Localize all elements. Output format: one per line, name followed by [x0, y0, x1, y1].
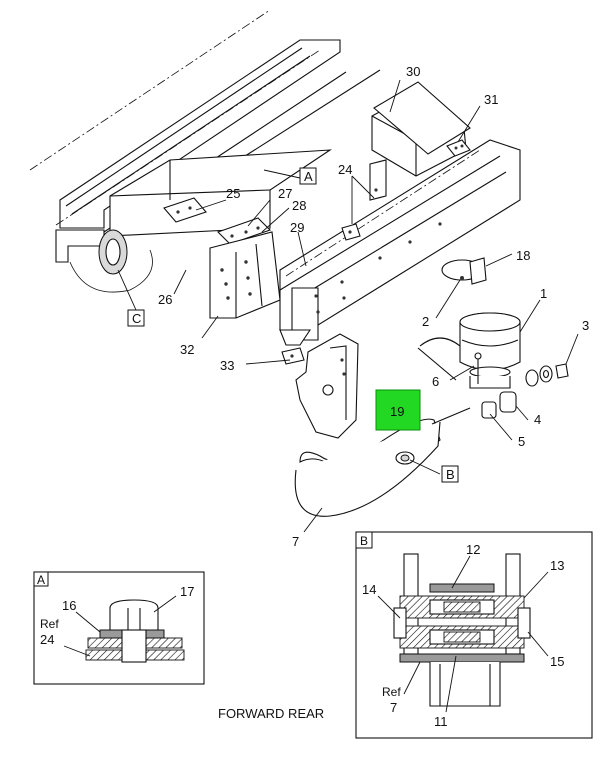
detail-b-callout-15: 15: [550, 654, 564, 669]
highlighted-part-19: [375, 389, 421, 431]
detail-a-callout-16: 16: [62, 598, 76, 613]
callout-4: 4: [534, 412, 541, 427]
callout-32: 32: [180, 342, 194, 357]
callout-25: 25: [226, 186, 240, 201]
callout-33: 33: [220, 358, 234, 373]
callout-2: 2: [422, 314, 429, 329]
detail-a-title: A: [37, 573, 45, 587]
detail-a-ref-number: 24: [40, 632, 54, 647]
detail-b-ref-word: Ref: [382, 685, 401, 699]
callout-numbers: 30 31 24 25 27 28 29 26 32 33 18 1 2 3 6…: [158, 64, 589, 549]
detail-a-panel: A 16 17 Ref 24: [33, 571, 205, 685]
detail-b-callout-11: 11: [434, 714, 448, 729]
detail-b-ref-number: 7: [390, 700, 397, 715]
detail-b-callout-12: 12: [466, 542, 480, 557]
detail-b-callout-14: 14: [362, 582, 376, 597]
leader-lines: [117, 79, 579, 533]
callout-18: 18: [516, 248, 530, 263]
caption-forward-rear: FORWARD REAR: [218, 706, 324, 721]
callout-7: 7: [292, 534, 299, 549]
callout-6: 6: [432, 374, 439, 389]
callout-27: 27: [278, 186, 292, 201]
detail-a-callout-17: 17: [180, 584, 194, 599]
detail-a-ref-word: Ref: [40, 617, 59, 631]
callout-26: 26: [158, 292, 172, 307]
view-ref-b-label: B: [446, 467, 455, 482]
detail-b-title: B: [360, 534, 368, 548]
callout-3: 3: [582, 318, 589, 333]
frame-assembly: [29, 9, 569, 517]
detail-b-panel: B 12 13 14 15 11 Ref 7: [355, 531, 593, 739]
callout-30: 30: [406, 64, 420, 79]
detail-b-callout-13: 13: [550, 558, 564, 573]
callout-24: 24: [338, 162, 352, 177]
callout-31: 31: [484, 92, 498, 107]
view-reference-a: A: [299, 167, 317, 185]
view-ref-a-label: A: [304, 169, 313, 184]
callout-28: 28: [292, 198, 306, 213]
view-ref-c-label: C: [132, 311, 141, 326]
callout-1: 1: [540, 286, 547, 301]
callout-29: 29: [290, 220, 304, 235]
view-reference-b: B: [441, 465, 459, 483]
view-reference-c: C: [127, 309, 145, 327]
callout-5: 5: [518, 434, 525, 449]
callout-19: 19: [390, 404, 404, 419]
